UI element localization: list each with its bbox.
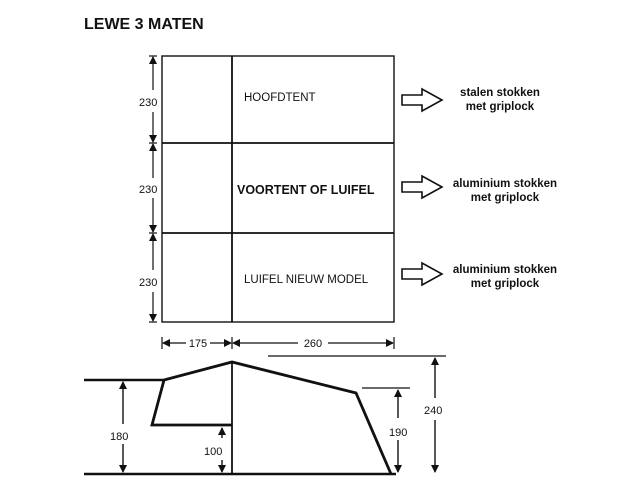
main-tent-roof (150, 379, 232, 427)
right-arrow-icon (401, 87, 444, 113)
plan-outline (161, 55, 395, 323)
profile-height-right-outer: 240 (424, 405, 442, 417)
profile-height-left: 180 (110, 431, 128, 443)
pole-note-1-line-2: met griplock (466, 101, 535, 113)
height-label-section-1: 230 (139, 97, 157, 109)
section-label-voortent: VOORTENT OF LUIFEL (237, 183, 375, 197)
width-label-right: 260 (304, 338, 322, 350)
height-label-section-2: 230 (139, 184, 157, 196)
width-label-left: 175 (189, 338, 207, 350)
profile-height-right-inner: 190 (389, 427, 407, 439)
plan-view (161, 55, 395, 323)
pole-note-3-line-1: aluminium stokken (453, 264, 557, 276)
width-dimensions (161, 337, 395, 349)
tent-roofline (163, 360, 393, 475)
pole-note-2-line-1: aluminium stokken (453, 178, 557, 190)
section-label-hoofdtent: HOOFDTENT (244, 92, 316, 104)
right-arrow-icon (401, 261, 444, 287)
profile-height-inner: 100 (204, 446, 222, 458)
pole-note-2-line-2: met griplock (471, 192, 540, 204)
section-label-luifel: LUIFEL NIEUW MODEL (244, 274, 369, 286)
profile-height-dimensions (119, 357, 439, 473)
pole-note-1-line-1: stalen stokken (460, 87, 540, 99)
left-height-dimensions (149, 55, 157, 323)
pole-note-3-line-2: met griplock (471, 278, 540, 290)
side-profile (84, 355, 446, 476)
right-arrow-icon (401, 174, 444, 200)
page-title: LEWE 3 MATEN (84, 16, 204, 33)
pole-note-arrows (401, 87, 444, 287)
height-label-section-3: 230 (139, 277, 157, 289)
